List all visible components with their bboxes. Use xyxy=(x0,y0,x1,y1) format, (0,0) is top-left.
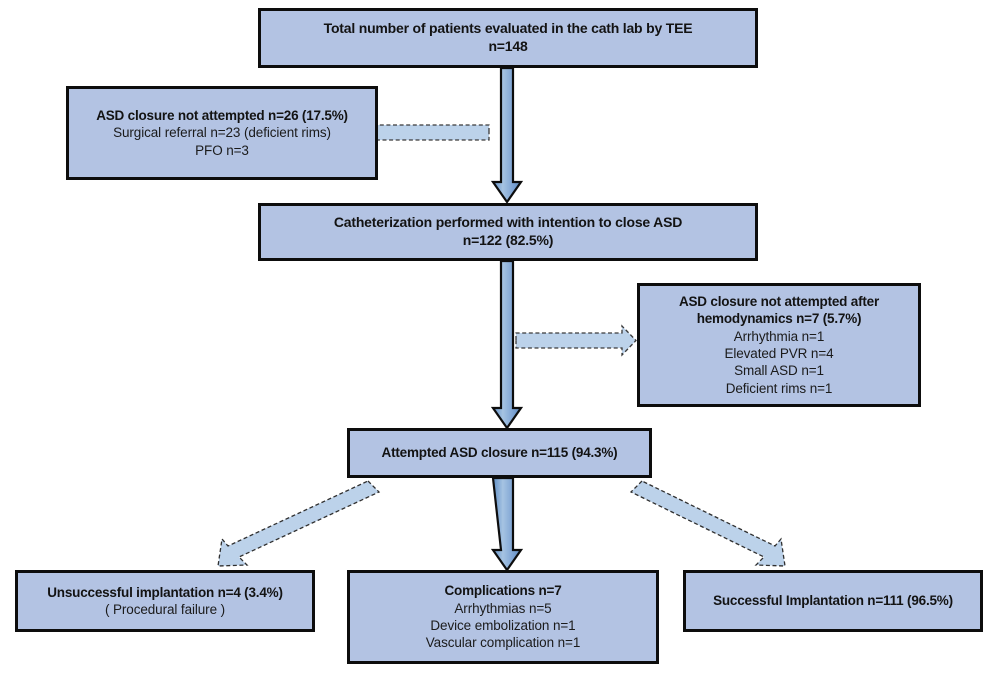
arrow-attempted-to-unsuccessful xyxy=(217,480,381,567)
node-unsuccessful-line-1: ( Procedural failure ) xyxy=(104,602,226,617)
node-hemodynamics-line-3: Small ASD n=1 xyxy=(734,363,824,379)
node-attempted-asd-closure: Attempted ASD closure n=115 (94.3%) xyxy=(347,428,652,478)
node-hemodynamics-title-line-1: ASD closure not attempted after xyxy=(678,294,880,310)
node-catheterization-count: n=122 (82.5%) xyxy=(462,232,554,248)
node-complications: Complications n=7 Arrhythmias n=5 Device… xyxy=(347,570,659,664)
arrow-attempted-to-successful xyxy=(629,480,786,567)
node-unsuccessful-implantation: Unsuccessful implantation n=4 (3.4%) ( P… xyxy=(15,570,315,632)
arrow-catheterization-to-hemodynamics xyxy=(515,324,637,357)
node-hemodynamics-line-1: Arrhythmia n=1 xyxy=(733,328,825,344)
node-attempted-title: Attempted ASD closure n=115 (94.3%) xyxy=(381,445,618,461)
arrow-catheterization-to-not-attempted xyxy=(359,116,490,149)
node-unsuccessful-title: Unsuccessful implantation n=4 (3.4%) xyxy=(47,584,283,600)
arrow-attempted-to-complications xyxy=(490,476,524,572)
node-asd-closure-not-attempted: ASD closure not attempted n=26 (17.5%) S… xyxy=(66,86,378,180)
node-total-patients: Total number of patients evaluated in th… xyxy=(258,8,758,68)
node-complications-line-2: Device embolization n=1 xyxy=(430,618,576,633)
node-complications-title: Complications n=7 xyxy=(444,583,562,599)
node-not-attempted-title: ASD closure not attempted n=26 (17.5%) xyxy=(96,108,348,124)
node-successful-implantation: Successful Implantation n=111 (96.5%) xyxy=(683,570,983,632)
node-catheterization-performed: Catheterization performed with intention… xyxy=(258,203,758,261)
arrow-total-to-catheterization xyxy=(490,66,524,204)
node-hemodynamics-line-4: Deficient rims n=1 xyxy=(725,380,833,396)
node-complications-line-1: Arrhythmias n=5 xyxy=(454,600,552,616)
node-total-count: n=148 xyxy=(488,38,528,54)
node-complications-line-3: Vascular complication n=1 xyxy=(425,635,581,651)
node-not-attempted-after-hemodynamics: ASD closure not attempted after hemodyna… xyxy=(637,283,921,407)
node-hemodynamics-line-2: Elevated PVR n=4 xyxy=(724,346,834,361)
node-total-title: Total number of patients evaluated in th… xyxy=(323,20,693,37)
node-successful-title: Successful Implantation n=111 (96.5%) xyxy=(713,593,953,609)
node-not-attempted-line-1: Surgical referral n=23 (deficient rims) xyxy=(113,125,331,141)
node-hemodynamics-title-line-2: hemodynamics n=7 (5.7%) xyxy=(696,311,862,327)
node-not-attempted-line-2: PFO n=3 xyxy=(195,142,249,158)
node-catheterization-title: Catheterization performed with intention… xyxy=(333,214,683,231)
arrow-catheterization-to-attempted xyxy=(490,259,524,430)
